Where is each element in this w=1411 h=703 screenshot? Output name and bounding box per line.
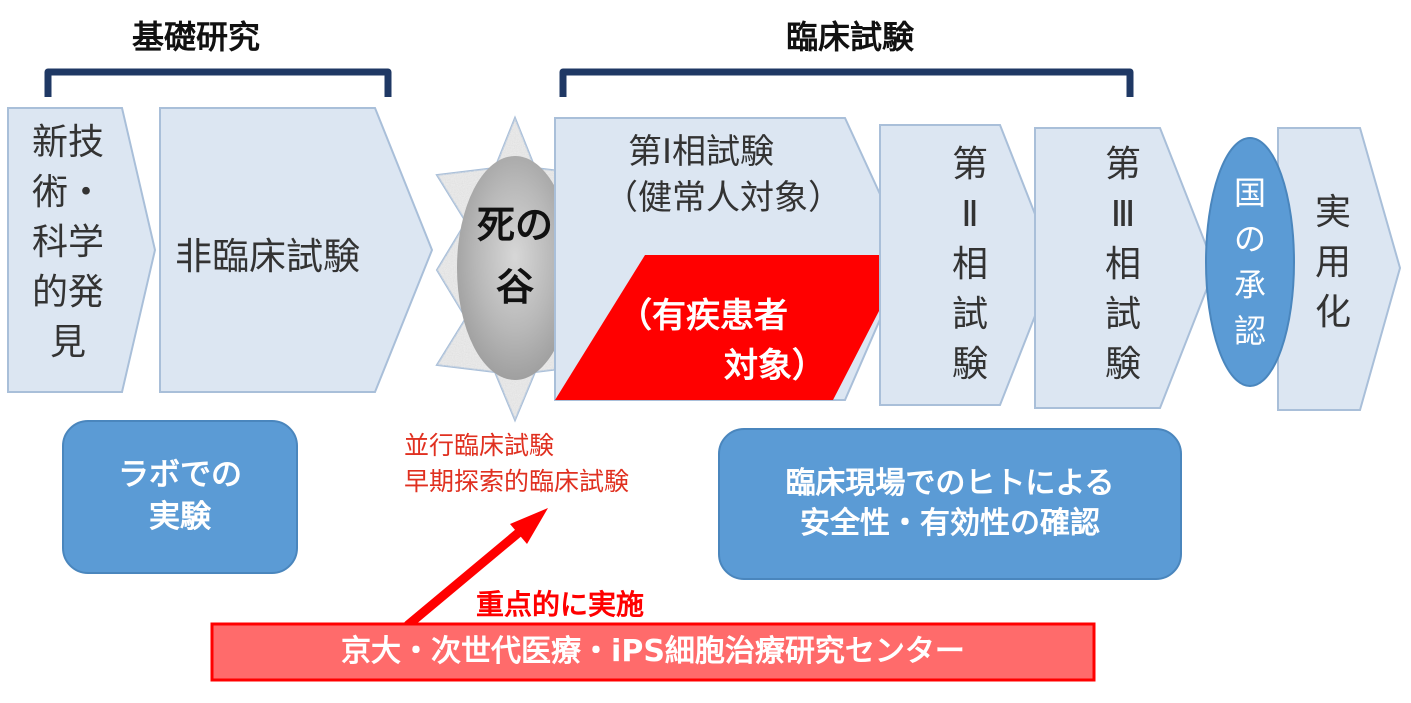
note-clinical-confirmation: 臨床現場でのヒトによる 安全性・有効性の確認 <box>718 428 1182 580</box>
focus-arrow-shaft <box>403 524 528 630</box>
arrow-phase3 <box>1034 127 1217 409</box>
center-box <box>210 622 1096 682</box>
label-phase1: 第Ⅰ相試験 <box>628 132 775 172</box>
label-phase1-patients-1: （有疾患者 <box>618 296 788 336</box>
arrow-practical-use <box>1277 127 1402 411</box>
approval-oval <box>1205 137 1295 387</box>
arrow-phase2 <box>879 124 1057 406</box>
focus-arrow-head <box>510 508 548 544</box>
label-practical-use: 実 用 化 <box>1314 192 1351 333</box>
label-phase2: 第 Ⅱ 相 試 験 <box>951 144 988 385</box>
label-phase1-healthy: （健常人対象） <box>604 178 842 218</box>
label-phase1-patients-2: 対象） <box>724 346 826 386</box>
label-phase3: 第 Ⅲ 相 試 験 <box>1104 144 1141 385</box>
bracket-clinical-trials <box>559 68 1134 97</box>
label-discovery: 新技 術・ 科学 的発 見 <box>31 122 104 363</box>
header-basic-research: 基礎研究 <box>132 18 261 56</box>
note-parallel-trials-2: 早期探索的臨床試験 <box>404 467 630 496</box>
note-lab-experiments: ラボでの 実験 <box>62 420 298 574</box>
arrow-nonclinical <box>159 107 434 393</box>
note-focus: 重点的に実施 <box>476 588 645 621</box>
label-center: 京大・次世代医療・iPS細胞治療研究センター <box>341 634 965 669</box>
label-death-valley: 死の 谷 <box>476 203 553 309</box>
header-clinical-trials: 臨床試験 <box>786 18 915 56</box>
arrow-discovery <box>7 107 157 393</box>
death-valley-oval <box>457 156 573 380</box>
phase1-patient-band <box>555 255 908 400</box>
bracket-basic-research <box>44 68 392 97</box>
note-parallel-trials-1: 並行臨床試験 <box>404 431 555 460</box>
label-approval: 国 の 承 認 <box>1233 174 1266 350</box>
label-nonclinical: 非臨床試験 <box>175 235 360 278</box>
